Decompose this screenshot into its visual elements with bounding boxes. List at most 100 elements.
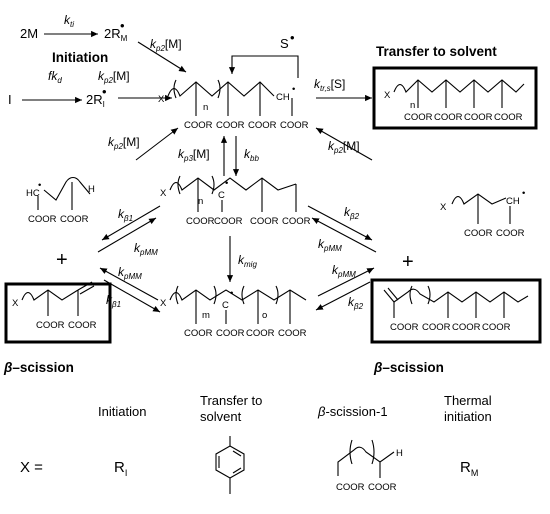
ester-label: COOR	[60, 214, 89, 225]
ester-label: COOR	[280, 120, 309, 131]
kti-label: kti	[64, 13, 74, 29]
kb1-arrow-upper	[101, 205, 161, 241]
kb2-arrow-lower	[315, 281, 371, 311]
ester-label: COOR	[216, 328, 245, 339]
ester-label: COOR	[214, 216, 243, 227]
radical-dot: •	[102, 84, 107, 99]
radical-dot: •	[120, 18, 125, 33]
beta1-macromonomer: X COOR COOR	[4, 281, 112, 344]
radical-ch: CH	[506, 196, 520, 207]
kp2-label-ri: kp2[M]	[98, 69, 130, 85]
ester-label: COOR	[482, 322, 511, 333]
kb2-label-lower: kβ2	[348, 295, 364, 311]
radical-carbon: C	[218, 190, 225, 201]
s-radical-arrow	[228, 55, 299, 78]
end-group-x: X	[384, 90, 391, 101]
ester-label: COOR	[278, 328, 307, 339]
beta2-product-box	[370, 278, 542, 344]
kpmm-arrow-lower	[99, 267, 159, 301]
radical-dot: •	[225, 178, 228, 189]
fragment-backbone	[451, 193, 507, 205]
ester-label: COOR	[496, 228, 525, 239]
end-group-x: X	[12, 298, 19, 309]
kp2-arrow-right	[315, 127, 373, 161]
ester-label: COOR	[216, 120, 245, 131]
migrated-radical: X m o C • COOR COOR COOR COOR	[160, 285, 307, 339]
radical-dot: •	[292, 84, 295, 95]
secondary-radical: X n COOR COOR COOR COOR CH •	[158, 79, 309, 131]
bracket-o-right	[275, 285, 279, 305]
kp2-label-rm: kp2[M]	[150, 37, 182, 53]
ester-label: COOR	[434, 112, 463, 123]
repeat-m: m	[202, 310, 210, 321]
beta-scission-fragment-icon: H COOR COOR	[336, 439, 403, 493]
transfer-to-solvent: S • ktr,s[S] Transfer to solvent X n COO…	[228, 30, 538, 130]
beta1-radical-fragment: HC • H COOR COOR	[26, 176, 95, 225]
bracket-m-right	[213, 285, 217, 305]
ester-label: COOR	[186, 216, 215, 227]
end-group-legend: Initiation Transfer to solvent β-scissio…	[20, 393, 492, 494]
kpmm-arrow-lower-right	[317, 267, 375, 297]
radical-hc: HC	[26, 188, 40, 199]
fragment-backbone	[43, 176, 91, 201]
kmig-label: kmig	[238, 253, 257, 269]
kb1-arrow-lower	[103, 279, 161, 313]
kb2-arrow-upper	[307, 205, 373, 241]
beta-scission-heading-left: β–scission	[3, 360, 74, 375]
backbone	[169, 177, 297, 191]
radical-ch: CH	[276, 92, 290, 103]
legend-initiation-title: Initiation	[98, 404, 146, 419]
ester-label: COOR	[250, 216, 279, 227]
ester-label: COOR	[336, 482, 365, 493]
repeat-n: n	[198, 196, 203, 207]
transfer-heading: Transfer to solvent	[376, 44, 497, 59]
legend-transfer-title-1: Transfer to	[200, 393, 262, 408]
end-group-x: X	[160, 188, 167, 199]
repeat-n: n	[410, 100, 415, 111]
legend-rm: RM	[460, 459, 478, 478]
ester-label: COOR	[36, 320, 65, 331]
radical-carbon: C	[222, 300, 229, 311]
beta2-radical-fragment: X CH • COOR COOR	[440, 188, 525, 239]
plus-sign-left: +	[56, 249, 68, 271]
kb2-label-upper: kβ2	[344, 205, 360, 221]
plus-sign-right: +	[402, 251, 414, 273]
transfer-product-box	[372, 66, 538, 130]
x-equals: X =	[20, 459, 43, 476]
ester-label: COOR	[246, 328, 275, 339]
beta-scission-heading-right: β–scission	[373, 360, 444, 375]
bracket-right	[211, 175, 215, 195]
kb1-label-upper: kβ1	[118, 207, 133, 223]
legend-thermal-title-1: Thermal	[444, 393, 492, 408]
initiation-initiator: fkd I 2RI • kp2[M]	[8, 69, 172, 109]
fragment-h: H	[88, 184, 95, 195]
radical-dot: •	[522, 188, 525, 199]
ester-label: COOR	[464, 112, 493, 123]
beta1-product-box	[4, 282, 112, 344]
ester-label: COOR	[282, 216, 311, 227]
kb1-label-lower: kβ1	[106, 293, 121, 309]
initiation-thermal: 2M kti 2RM • Initiation kp2[M]	[20, 13, 187, 73]
kpmm-label-upper: kpMM	[134, 241, 158, 257]
ester-label: COOR	[184, 328, 213, 339]
kpmm-label-lower: kpMM	[118, 265, 142, 281]
ester-label: COOR	[464, 228, 493, 239]
ester-label: COOR	[404, 112, 433, 123]
bracket-m-left	[175, 285, 179, 305]
bracket-right	[217, 79, 221, 99]
monomer-2m: 2M	[20, 26, 38, 41]
fkd-label: fkd	[48, 69, 62, 85]
ester-label: COOR	[248, 120, 277, 131]
kp3-label: kp3[M]	[178, 147, 210, 163]
product-backbone	[393, 79, 525, 93]
macromonomer-backbone	[393, 288, 529, 303]
macromonomer-backbone	[21, 289, 79, 301]
initiation-heading: Initiation	[52, 50, 108, 65]
kbb-label: kbb	[244, 147, 259, 163]
radical-2ri: 2RI	[86, 92, 105, 109]
kpmm-arrow-upper-right	[311, 217, 377, 253]
kpmm-label-upper-right: kpMM	[318, 237, 342, 253]
kp2-label-right: kp2[M]	[328, 139, 360, 155]
ester-label: COOR	[422, 322, 451, 333]
